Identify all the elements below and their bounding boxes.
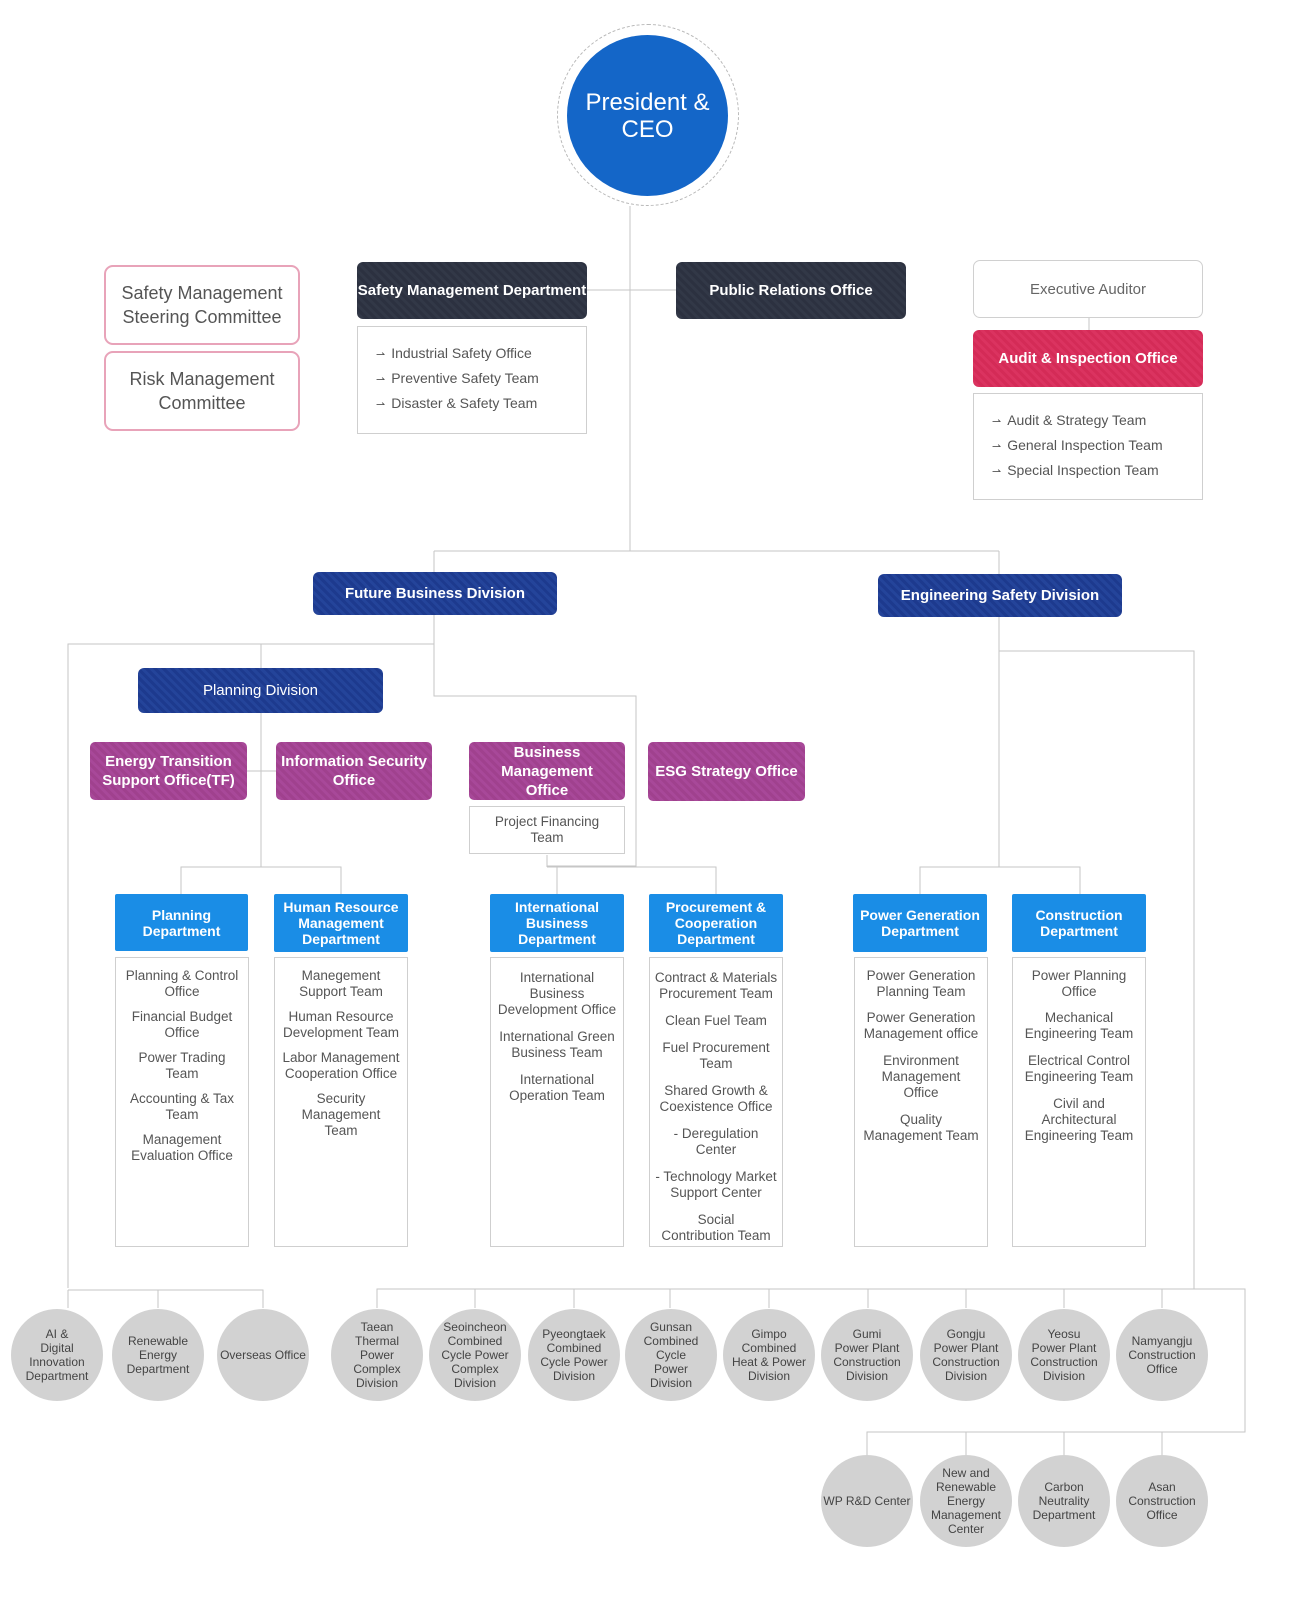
arrow-icon: ⇀ — [376, 374, 386, 386]
risk-management-committee[interactable]: Risk Management Committee — [104, 351, 300, 431]
planning-division[interactable]: Planning Division — [138, 668, 383, 713]
engineering-safety-division[interactable]: Engineering Safety Division — [878, 574, 1122, 617]
team-item[interactable]: Power Trading Team — [138, 1050, 226, 1081]
team-item[interactable]: Planning & Control Office — [125, 968, 239, 999]
team-item[interactable]: Fuel Procurement Team — [662, 1040, 770, 1071]
team-item[interactable]: Electrical Control Engineering Team — [1024, 1053, 1134, 1084]
project-financing-team[interactable]: Project Financing Team — [469, 806, 625, 854]
team-item[interactable]: International Operation Team — [509, 1072, 605, 1103]
construction-department[interactable]: Construction Department — [1012, 894, 1146, 952]
team-item[interactable]: Security Management Team — [301, 1091, 381, 1138]
new-renewable-energy-management-center[interactable]: New and Renewable Energy Management Cent… — [920, 1455, 1012, 1547]
team-item[interactable]: Clean Fuel Team — [665, 1013, 767, 1028]
arrow-icon: ⇀ — [376, 399, 386, 411]
team-item[interactable]: Labor Management Cooperation Office — [282, 1050, 400, 1081]
arrow-icon: ⇀ — [992, 416, 1002, 428]
safety-management-steering-committee[interactable]: Safety Management Steering Committee — [104, 265, 300, 345]
power-generation-department-teams: Power Generation Planning Team Power Gen… — [854, 957, 988, 1247]
team-item[interactable]: Management Evaluation Office — [131, 1132, 233, 1163]
pyeongtaek-combined-cycle-power-division[interactable]: Pyeongtaek Combined Cycle Power Division — [528, 1309, 620, 1401]
international-business-department[interactable]: International Business Department — [490, 894, 624, 952]
list-item[interactable]: ⇀General Inspection Team — [992, 437, 1163, 453]
business-management-office[interactable]: Business Management Office — [469, 742, 625, 800]
team-item[interactable]: Financial Budget Office — [131, 1009, 233, 1040]
namyangju-construction-office[interactable]: Namyangju Construction Office — [1116, 1309, 1208, 1401]
future-business-division[interactable]: Future Business Division — [313, 572, 557, 615]
energy-transition-support-office[interactable]: Energy Transition Support Office(TF) — [90, 742, 247, 800]
yeosu-power-plant-construction-division[interactable]: Yeosu Power Plant Construction Division — [1018, 1309, 1110, 1401]
human-resource-management-department[interactable]: Human Resource Management Department — [274, 894, 408, 952]
procurement-cooperation-department-teams: Contract & Materials Procurement Team Cl… — [649, 957, 783, 1247]
gunsan-combined-cycle-power-division[interactable]: Gunsan Combined Cycle Power Division — [625, 1309, 717, 1401]
construction-department-teams: Power Planning Office Mechanical Enginee… — [1012, 957, 1146, 1247]
gumi-power-plant-construction-division[interactable]: Gumi Power Plant Construction Division — [821, 1309, 913, 1401]
carbon-neutrality-department[interactable]: Carbon Neutrality Department — [1018, 1455, 1110, 1547]
team-item[interactable]: Civil and Architectural Engineering Team — [1024, 1096, 1134, 1143]
human-resource-department-teams: Manegement Support Team Human Resource D… — [274, 957, 408, 1247]
planning-department[interactable]: Planning Department — [115, 894, 248, 951]
wp-rd-center[interactable]: WP R&D Center — [821, 1455, 913, 1547]
taean-thermal-power-complex-division[interactable]: Taean Thermal Power Complex Division — [331, 1309, 423, 1401]
safety-management-department[interactable]: Safety Management Department — [357, 262, 587, 319]
team-item[interactable]: Mechanical Engineering Team — [1024, 1010, 1134, 1041]
ceo-node[interactable]: President & CEO — [567, 35, 728, 196]
list-item[interactable]: ⇀Preventive Safety Team — [376, 370, 539, 386]
team-item[interactable]: Power Generation Planning Team — [866, 968, 976, 999]
arrow-icon: ⇀ — [992, 466, 1002, 478]
seoincheon-combined-cycle-power-complex-division[interactable]: Seoincheon Combined Cycle Power Complex … — [429, 1309, 521, 1401]
team-item[interactable]: International Green Business Team — [499, 1029, 615, 1060]
safety-management-team-list: ⇀Industrial Safety Office ⇀Preventive Sa… — [357, 326, 587, 434]
audit-inspection-office[interactable]: Audit & Inspection Office — [973, 330, 1203, 387]
team-item[interactable]: Manegement Support Team — [299, 968, 383, 999]
team-item[interactable]: Shared Growth & Coexistence Office — [659, 1083, 773, 1114]
list-item[interactable]: ⇀Special Inspection Team — [992, 462, 1159, 478]
planning-department-teams: Planning & Control Office Financial Budg… — [115, 957, 249, 1247]
team-item[interactable]: Environment Management Office — [881, 1053, 961, 1100]
list-item[interactable]: ⇀Audit & Strategy Team — [992, 412, 1147, 428]
team-item[interactable]: Contract & Materials Procurement Team — [654, 970, 778, 1001]
power-generation-department[interactable]: Power Generation Department — [853, 894, 987, 952]
team-item[interactable]: Power Planning Office — [1031, 968, 1127, 999]
team-item[interactable]: Human Resource Development Team — [282, 1009, 400, 1040]
asan-construction-office[interactable]: Asan Construction Office — [1116, 1455, 1208, 1547]
team-item[interactable]: International Business Development Offic… — [497, 970, 617, 1017]
executive-auditor[interactable]: Executive Auditor — [973, 260, 1203, 318]
overseas-office[interactable]: Overseas Office — [217, 1309, 309, 1401]
information-security-office[interactable]: Information Security Office — [276, 742, 432, 800]
esg-strategy-office[interactable]: ESG Strategy Office — [648, 742, 805, 801]
gongju-power-plant-construction-division[interactable]: Gongju Power Plant Construction Division — [920, 1309, 1012, 1401]
list-item[interactable]: ⇀Disaster & Safety Team — [376, 395, 538, 411]
arrow-icon: ⇀ — [376, 349, 386, 361]
team-item[interactable]: Social Contribution Team — [661, 1212, 771, 1243]
list-item[interactable]: ⇀Industrial Safety Office — [376, 345, 532, 361]
team-item[interactable]: Quality Management Team — [863, 1112, 979, 1143]
international-business-department-teams: International Business Development Offic… — [490, 957, 624, 1247]
audit-inspection-team-list: ⇀Audit & Strategy Team ⇀General Inspecti… — [973, 393, 1203, 500]
renewable-energy-department[interactable]: Renewable Energy Department — [112, 1309, 204, 1401]
team-item[interactable]: - Technology Market Support Center — [655, 1169, 777, 1200]
team-item[interactable]: - Deregulation Center — [673, 1126, 759, 1157]
team-item[interactable]: Power Generation Management office — [863, 1010, 979, 1041]
team-item[interactable]: Accounting & Tax Team — [129, 1091, 235, 1122]
procurement-cooperation-department[interactable]: Procurement & Cooperation Department — [649, 894, 783, 952]
gimpo-combined-heat-power-division[interactable]: Gimpo Combined Heat & Power Division — [723, 1309, 815, 1401]
arrow-icon: ⇀ — [992, 441, 1002, 453]
public-relations-office[interactable]: Public Relations Office — [676, 262, 906, 319]
ai-digital-innovation-department[interactable]: AI & Digital Innovation Department — [11, 1309, 103, 1401]
